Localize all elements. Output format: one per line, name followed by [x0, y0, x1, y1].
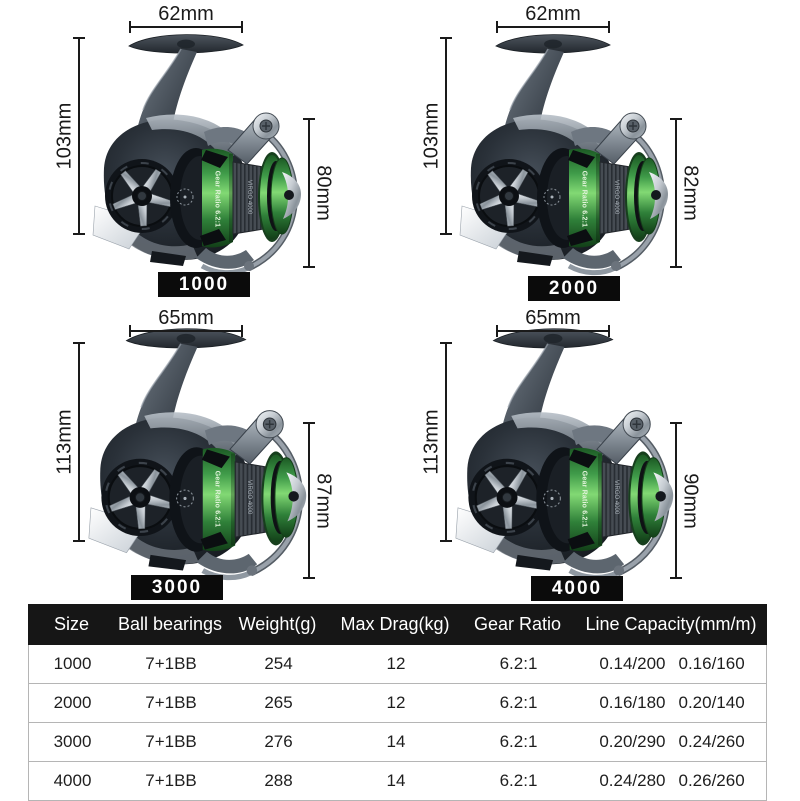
column-header-ratio: Gear Ratio: [473, 614, 562, 634]
cell-capacity: 0.24/280 0.26/260: [576, 771, 768, 791]
body-height-label: 113mm: [53, 409, 76, 475]
table-row: 2000 7+1BB 265 12 6.2:1 0.16/180 0.20/14…: [29, 684, 766, 723]
dimension-line: [129, 325, 243, 337]
spec-table-header: Size Ball bearings Weight(g) Max Drag(kg…: [28, 604, 767, 645]
dimension-line: [129, 21, 243, 33]
reel-size-panels: Gear Ratio 6.2:1 VIRGO 4000 62mm 103mm 8…: [0, 0, 800, 601]
capacity-value-a: 0.20/290: [599, 732, 666, 751]
foot-width-label: 65mm: [158, 307, 214, 329]
foot-width-dimension: 62mm: [129, 3, 243, 33]
cell-size: 3000: [53, 732, 92, 751]
reel-panel-4000: Gear Ratio 6.2:1 VIRGO 4000 65mm 113mm 9…: [400, 300, 800, 601]
capacity-value-b: 0.24/260: [678, 732, 745, 751]
cell-drag: 12: [386, 693, 406, 712]
capacity-value-b: 0.26/260: [678, 771, 745, 790]
capacity-value-b: 0.16/160: [678, 654, 745, 673]
column-header-size: Size: [53, 614, 89, 634]
spool-model-text: VIRGO 4000: [613, 479, 619, 515]
cell-ratio: 6.2:1: [499, 771, 538, 790]
spec-table: Size Ball bearings Weight(g) Max Drag(kg…: [28, 604, 767, 801]
cell-bearings: 7+1BB: [145, 732, 197, 751]
column-header-drag: Max Drag(kg): [340, 614, 450, 634]
reel-panel-content: Gear Ratio 6.2:1 VIRGO 4000 65mm 113mm 9…: [367, 300, 767, 600]
spool-model-text: VIRGO 4000: [613, 179, 619, 215]
cell-drag: 14: [386, 732, 406, 751]
foot-width-label: 62mm: [158, 3, 214, 25]
cell-ratio: 6.2:1: [499, 654, 538, 673]
dimension-line: [496, 21, 610, 33]
column-header-capacity: Line Capacity(mm/m): [585, 614, 757, 634]
body-height-label: 103mm: [53, 102, 76, 170]
capacity-value-a: 0.24/280: [599, 771, 666, 790]
table-row: 1000 7+1BB 254 12 6.2:1 0.14/200 0.16/16…: [29, 645, 766, 684]
spool-height-dimension: 87mm: [303, 422, 335, 579]
spool-model-text: VIRGO 4000: [246, 479, 252, 515]
cell-bearings: 7+1BB: [145, 693, 197, 712]
body-height-dimension: 113mm: [421, 342, 452, 542]
body-height-dimension: 113mm: [54, 342, 85, 542]
reel-panel-content: Gear Ratio 6.2:1 VIRGO 4000 65mm 113mm 8…: [0, 300, 400, 600]
cell-capacity: 0.16/180 0.20/140: [576, 693, 768, 713]
foot-width-label: 65mm: [525, 307, 581, 329]
foot-width-dimension: 65mm: [129, 307, 243, 337]
capacity-value-a: 0.14/200: [599, 654, 666, 673]
spool-height-label: 87mm: [312, 472, 335, 529]
spool-gear-ratio-text: Gear Ratio 6.2:1: [213, 170, 221, 228]
spool-gear-ratio-text: Gear Ratio 6.2:1: [213, 470, 221, 528]
foot-width-dimension: 65mm: [496, 307, 610, 337]
cell-ratio: 6.2:1: [499, 732, 538, 751]
spool-gear-ratio-text: Gear Ratio 6.2:1: [580, 170, 588, 228]
column-header-bearings: Ball bearings: [117, 614, 223, 634]
capacity-value-b: 0.20/140: [678, 693, 745, 712]
dimension-line: [496, 325, 610, 337]
body-height-dimension: 103mm: [54, 37, 85, 235]
cell-capacity: 0.20/290 0.24/260: [576, 732, 768, 752]
cell-weight: 288: [264, 771, 293, 790]
body-height-dimension: 103mm: [421, 37, 452, 235]
cell-drag: 12: [386, 654, 406, 673]
table-row: 3000 7+1BB 276 14 6.2:1 0.20/290 0.24/26…: [29, 723, 766, 762]
column-header-weight: Weight(g): [238, 614, 317, 634]
cell-capacity: 0.14/200 0.16/160: [576, 654, 768, 674]
spool-height-dimension: 82mm: [670, 118, 702, 268]
cell-drag: 14: [386, 771, 406, 790]
reel-panel-content: Gear Ratio 6.2:1 VIRGO 4000 62mm 103mm 8…: [0, 0, 400, 300]
spool-height-dimension: 80mm: [303, 118, 335, 268]
cell-bearings: 7+1BB: [145, 771, 197, 790]
cell-ratio: 6.2:1: [499, 693, 538, 712]
cell-weight: 265: [264, 693, 293, 712]
cell-size: 4000: [53, 771, 92, 790]
reel-panel-content: Gear Ratio 6.2:1 VIRGO 4000 62mm 103mm 8…: [367, 0, 767, 300]
spool-model-text: VIRGO 4000: [246, 179, 252, 215]
cell-weight: 254: [264, 654, 293, 673]
foot-width-dimension: 62mm: [496, 3, 610, 33]
size-badge: 2000: [528, 276, 620, 301]
cell-weight: 276: [264, 732, 293, 751]
reel-panel-3000: Gear Ratio 6.2:1 VIRGO 4000 65mm 113mm 8…: [0, 300, 400, 600]
spool-height-label: 82mm: [679, 165, 702, 221]
cell-size: 1000: [53, 654, 92, 673]
spool-gear-ratio-text: Gear Ratio 6.2:1: [580, 470, 588, 528]
spool-height-label: 90mm: [679, 472, 702, 529]
spool-height-dimension: 90mm: [670, 422, 702, 579]
cell-bearings: 7+1BB: [145, 654, 197, 673]
cell-size: 2000: [53, 693, 92, 712]
size-badge: 1000: [158, 272, 250, 297]
reel-panel-2000: Gear Ratio 6.2:1 VIRGO 4000 62mm 103mm 8…: [400, 0, 800, 301]
spec-table-body: 1000 7+1BB 254 12 6.2:1 0.14/200 0.16/16…: [28, 645, 767, 801]
capacity-value-a: 0.16/180: [599, 693, 666, 712]
foot-width-label: 62mm: [525, 3, 581, 25]
body-height-label: 113mm: [420, 409, 443, 475]
table-row: 4000 7+1BB 288 14 6.2:1 0.24/280 0.26/26…: [29, 762, 766, 801]
size-badge: 4000: [531, 576, 623, 601]
size-badge: 3000: [131, 575, 223, 600]
spool-height-label: 80mm: [312, 165, 335, 221]
reel-panel-1000: Gear Ratio 6.2:1 VIRGO 4000 62mm 103mm 8…: [0, 0, 400, 300]
body-height-label: 103mm: [420, 102, 443, 170]
